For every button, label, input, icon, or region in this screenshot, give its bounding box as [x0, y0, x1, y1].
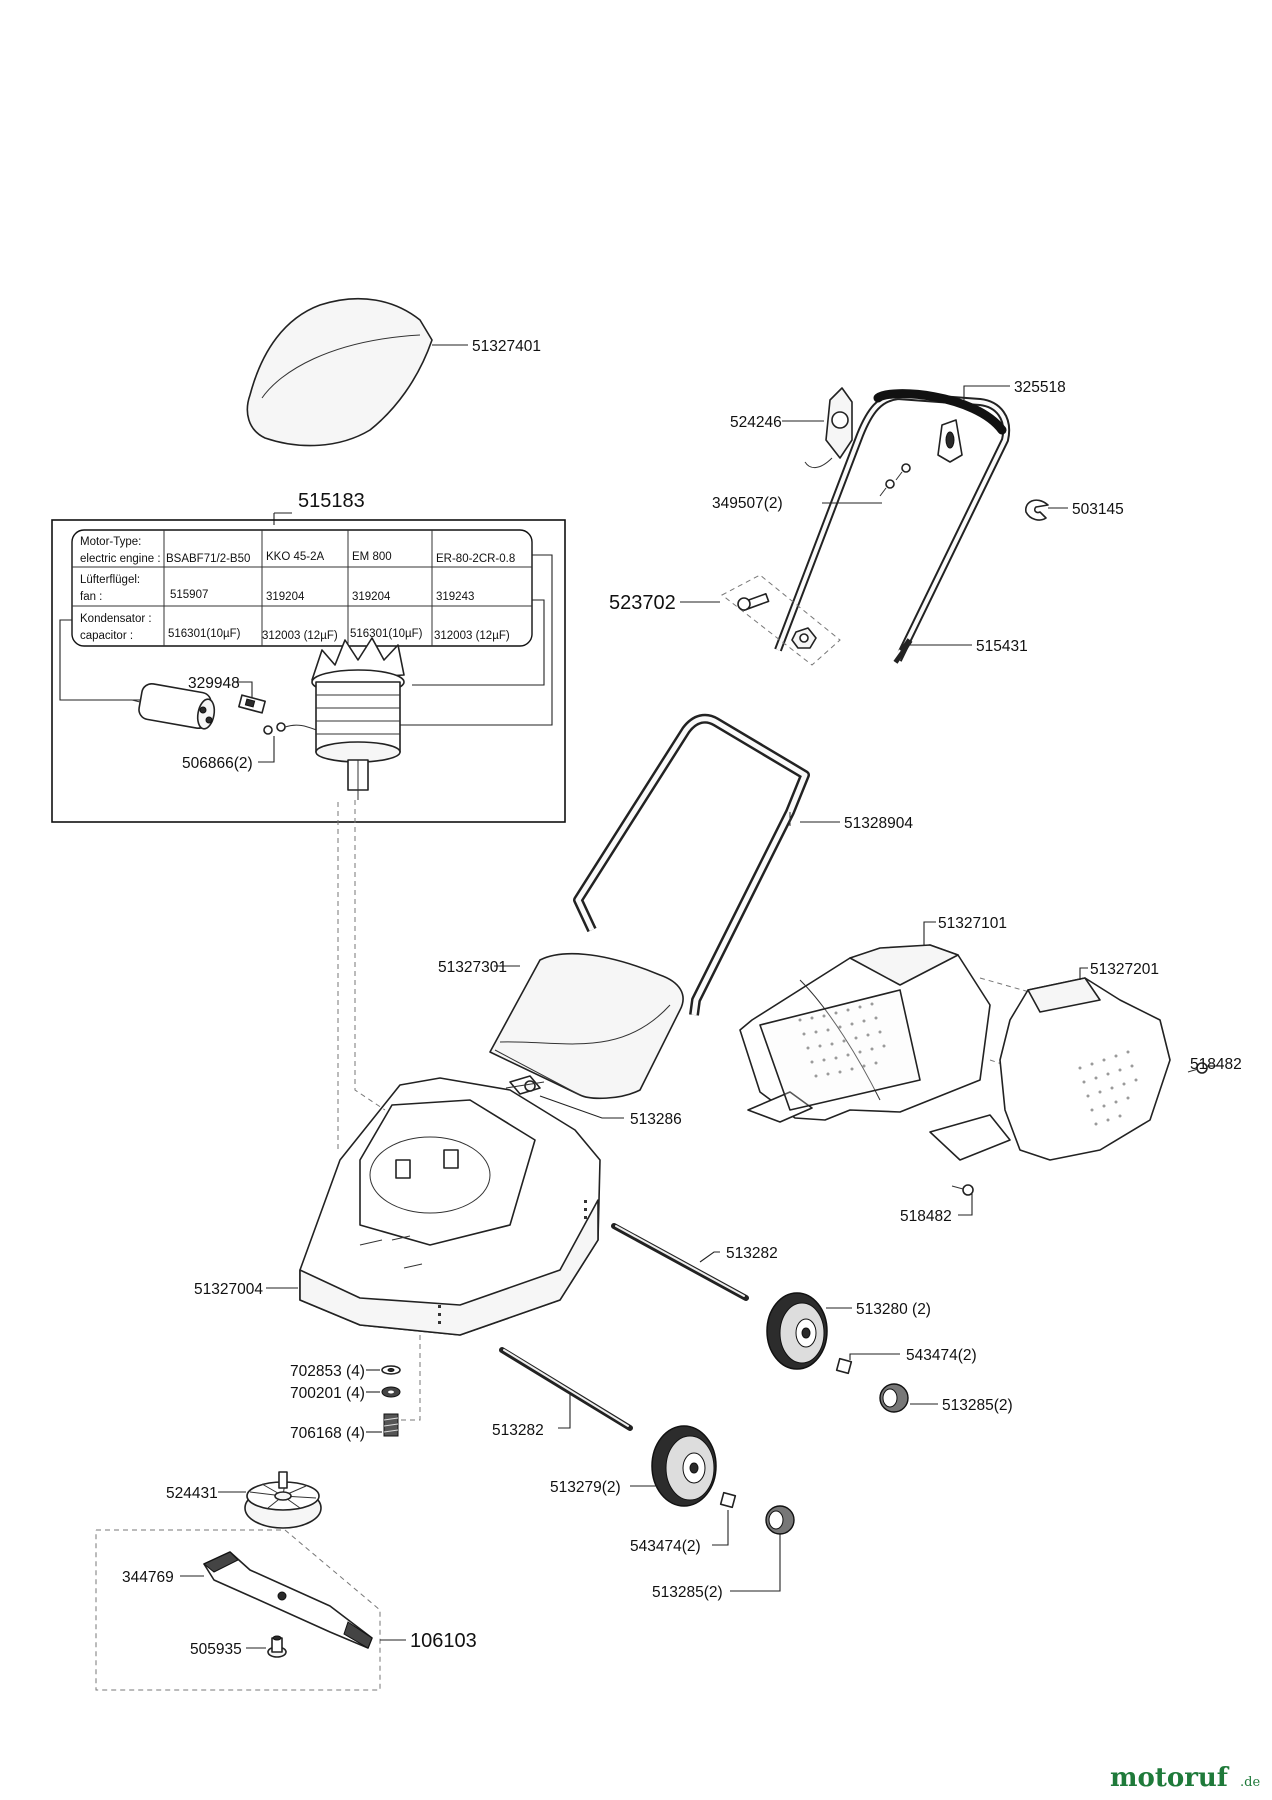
label-motor-group: 515183: [298, 490, 365, 512]
screw-pair-part: [879, 463, 911, 497]
label-bush-front: 513285(2): [652, 1584, 723, 1601]
label-hub-cap-front: 543474(2): [630, 1538, 701, 1555]
brand-tld: .de: [1240, 1775, 1260, 1790]
blade-bolt-part: [267, 1635, 287, 1658]
label-deck: 51327004: [194, 1281, 263, 1298]
label-bush-rear: 513285(2): [942, 1397, 1013, 1414]
table-row3-label-en: capacitor :: [80, 630, 133, 642]
table-row1-col2: KKO 45-2A: [266, 551, 324, 563]
table-row3-col3: 516301(10µF): [350, 628, 423, 640]
label-cover-top: 51327401: [472, 338, 541, 355]
table-row2-col1: 515907: [170, 589, 208, 601]
catcher-mesh: [798, 1002, 886, 1078]
label-fan: 524431: [166, 1485, 218, 1502]
label-washer-a: 702853 (4): [290, 1363, 365, 1380]
table-row2-col4: 319243: [436, 591, 474, 603]
switch-part: [804, 387, 853, 468]
washer-b-part: [381, 1386, 401, 1398]
label-axle-front: 513282: [492, 1422, 544, 1439]
handle-frame-part: [573, 713, 810, 1016]
label-bolt-kit: 523702: [609, 592, 676, 614]
table-row3-col1: 516301(10µF): [168, 628, 241, 640]
top-cover-part: [246, 297, 433, 447]
label-lower-handle: 515431: [976, 638, 1028, 655]
wheel-front-part: [651, 1425, 717, 1507]
table-row3-col4: 312003 (12µF): [434, 630, 510, 642]
lower-handle-part: [889, 638, 913, 665]
washer-a-part: [381, 1365, 401, 1375]
label-blade: 344769: [122, 1569, 174, 1586]
label-hood: 51327301: [438, 959, 507, 976]
table-row1-label-de: Motor-Type:: [80, 536, 141, 548]
bush-front-part: [765, 1505, 795, 1535]
wire-terminal-part: [263, 722, 323, 735]
screw-lower-part: [951, 1184, 974, 1196]
label-wheel-front: 513279(2): [550, 1479, 621, 1496]
motor-spec-table: Motor-Type: electric engine : BSABF71/2-…: [71, 529, 533, 647]
hub-cap-front-part: [719, 1491, 737, 1509]
screw-right-part: [1187, 1062, 1208, 1074]
label-screw-pair: 349507(2): [712, 495, 783, 512]
label-latch: 513286: [630, 1111, 682, 1128]
label-screw-lower: 518482: [900, 1208, 952, 1225]
table-row1-col1: BSABF71/2-B50: [166, 553, 250, 565]
label-spring: 706168 (4): [290, 1425, 365, 1442]
label-hub-cap-rear: 543474(2): [906, 1347, 977, 1364]
table-row1-col3: EM 800: [352, 551, 392, 563]
blade-part: [203, 1551, 373, 1649]
label-screw-right: 518482: [1190, 1056, 1242, 1073]
label-brush: 329948: [188, 675, 240, 692]
spring-part: [383, 1413, 399, 1437]
hub-cap-rear-part: [835, 1357, 853, 1375]
label-wire: 506866(2): [182, 755, 253, 772]
catcher-bottom-mesh: [1078, 1050, 1138, 1126]
table-row1-col4: ER-80-2CR-0.8: [436, 553, 515, 565]
clip-part: [1025, 499, 1049, 521]
bush-rear-part: [879, 1383, 909, 1413]
motor-part: [311, 637, 405, 800]
catcher-top-part: [739, 944, 991, 1123]
fan-part: [244, 1471, 322, 1529]
latch-part: [505, 1075, 545, 1095]
table-row2-label-en: fan :: [80, 591, 102, 603]
table-row1-label-en: electric engine :: [80, 553, 161, 565]
label-blade-bolt: 505935: [190, 1641, 242, 1658]
brush-part: [238, 694, 266, 714]
capacitor-part: [131, 682, 216, 730]
label-catcher-top: 51327101: [938, 915, 1007, 932]
brand-logo: motoruf .de: [1110, 1763, 1260, 1793]
blade-kit-outline: [95, 1529, 381, 1691]
table-row2-col3: 319204: [352, 591, 391, 603]
table-row2-col2: 319204: [266, 591, 305, 603]
brand-name: motoruf: [1110, 1763, 1230, 1793]
wheel-rear-part: [766, 1292, 828, 1370]
table-row3-label-de: Kondensator :: [80, 613, 152, 625]
label-handle-frame: 51328904: [844, 815, 913, 832]
label-upper-handle: 325518: [1014, 379, 1066, 396]
hood-part: [489, 952, 684, 1100]
bolt-kit-part: [721, 574, 841, 666]
table-row3-col2: 312003 (12µF): [262, 630, 338, 642]
upper-handle-part: [774, 389, 1011, 662]
motor-group-box: [51, 519, 566, 823]
label-washer-b: 700201 (4): [290, 1385, 365, 1402]
catcher-bottom-part: [929, 977, 1171, 1161]
deck-part: [299, 1077, 601, 1336]
label-switch: 524246: [730, 414, 782, 431]
label-axle-rear: 513282: [726, 1245, 778, 1262]
label-blade-kit: 106103: [410, 1630, 477, 1652]
label-catcher-bottom: 51327201: [1090, 961, 1159, 978]
table-row2-label-de: Lüfterflügel:: [80, 574, 140, 586]
label-clip: 503145: [1072, 501, 1124, 518]
label-wheel-rear: 513280 (2): [856, 1301, 931, 1318]
